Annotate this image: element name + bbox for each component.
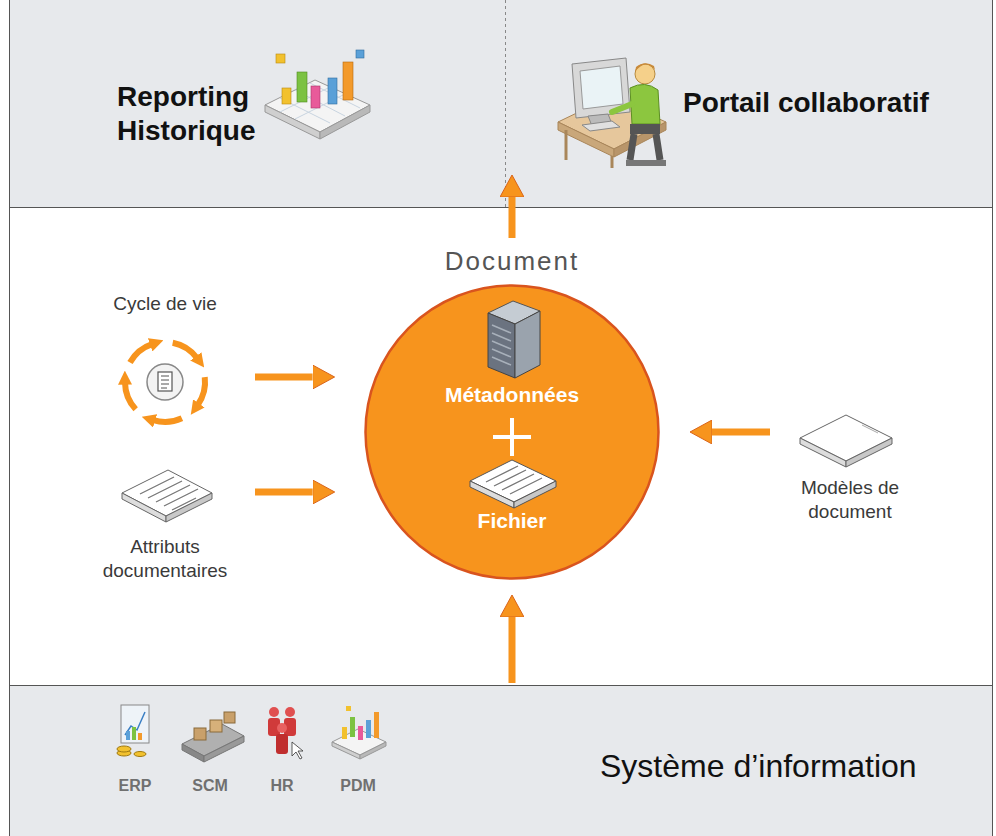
server-icon: [488, 301, 540, 378]
pdm-icon: [332, 706, 386, 759]
attributes-icon: [122, 470, 212, 522]
reporting-icon: [265, 50, 370, 139]
document-disc: [366, 286, 659, 579]
system-label: ERP: [119, 777, 152, 794]
label-slot: HR: [242, 777, 322, 795]
top-band: Reporting Historique Portail collaboratif: [0, 0, 996, 207]
portal-node: Portail collaboratif: [683, 86, 929, 120]
node-text: Métadonnées: [445, 382, 579, 407]
scm-icon: [182, 712, 244, 762]
flow-arrow: [712, 429, 770, 436]
flow-arrow: [509, 617, 516, 683]
report-node: Reporting Historique: [117, 80, 255, 148]
node-text: Portail collaboratif: [683, 86, 929, 120]
portal-icon: [558, 58, 666, 168]
plus-sign: [493, 418, 531, 456]
band-border: [9, 685, 993, 686]
flow-arrow: [255, 374, 313, 381]
file-icon: [470, 460, 556, 508]
node-text: Document: [445, 246, 580, 276]
band-border: [9, 207, 993, 208]
erp-icon: [117, 705, 149, 757]
divider-line: [505, 0, 506, 207]
label-slot: ERP: [95, 777, 175, 795]
node-text: Cycle de vie: [113, 292, 217, 315]
template-node: Modèles de document: [780, 410, 920, 528]
frame-line: [9, 0, 10, 836]
flow-arrow: [255, 489, 313, 496]
node-text: Attributs documentaires: [90, 535, 240, 583]
system-label: HR: [270, 777, 293, 794]
node-text: Reporting Historique: [117, 80, 255, 148]
flow-arrow: [509, 197, 516, 238]
template-icon: [800, 415, 892, 467]
hr-icon: [268, 707, 303, 759]
node-text: Fichier: [478, 508, 547, 533]
node-text: Modèles de document: [780, 476, 920, 524]
lifecycle-node: Cycle de vie: [100, 290, 230, 430]
bottom-band: Système d’information: [0, 685, 996, 836]
node-text: Système d’information: [600, 747, 996, 785]
cycle-icon: [116, 339, 212, 432]
system-label: SCM: [192, 777, 228, 794]
label-slot: SCM: [170, 777, 250, 795]
label-slot: PDM: [318, 777, 398, 795]
attributes-node: Attributs documentaires: [90, 465, 240, 587]
top-band-ground: [9, 0, 993, 207]
frame-line: [992, 0, 993, 836]
system-label: PDM: [340, 777, 376, 794]
